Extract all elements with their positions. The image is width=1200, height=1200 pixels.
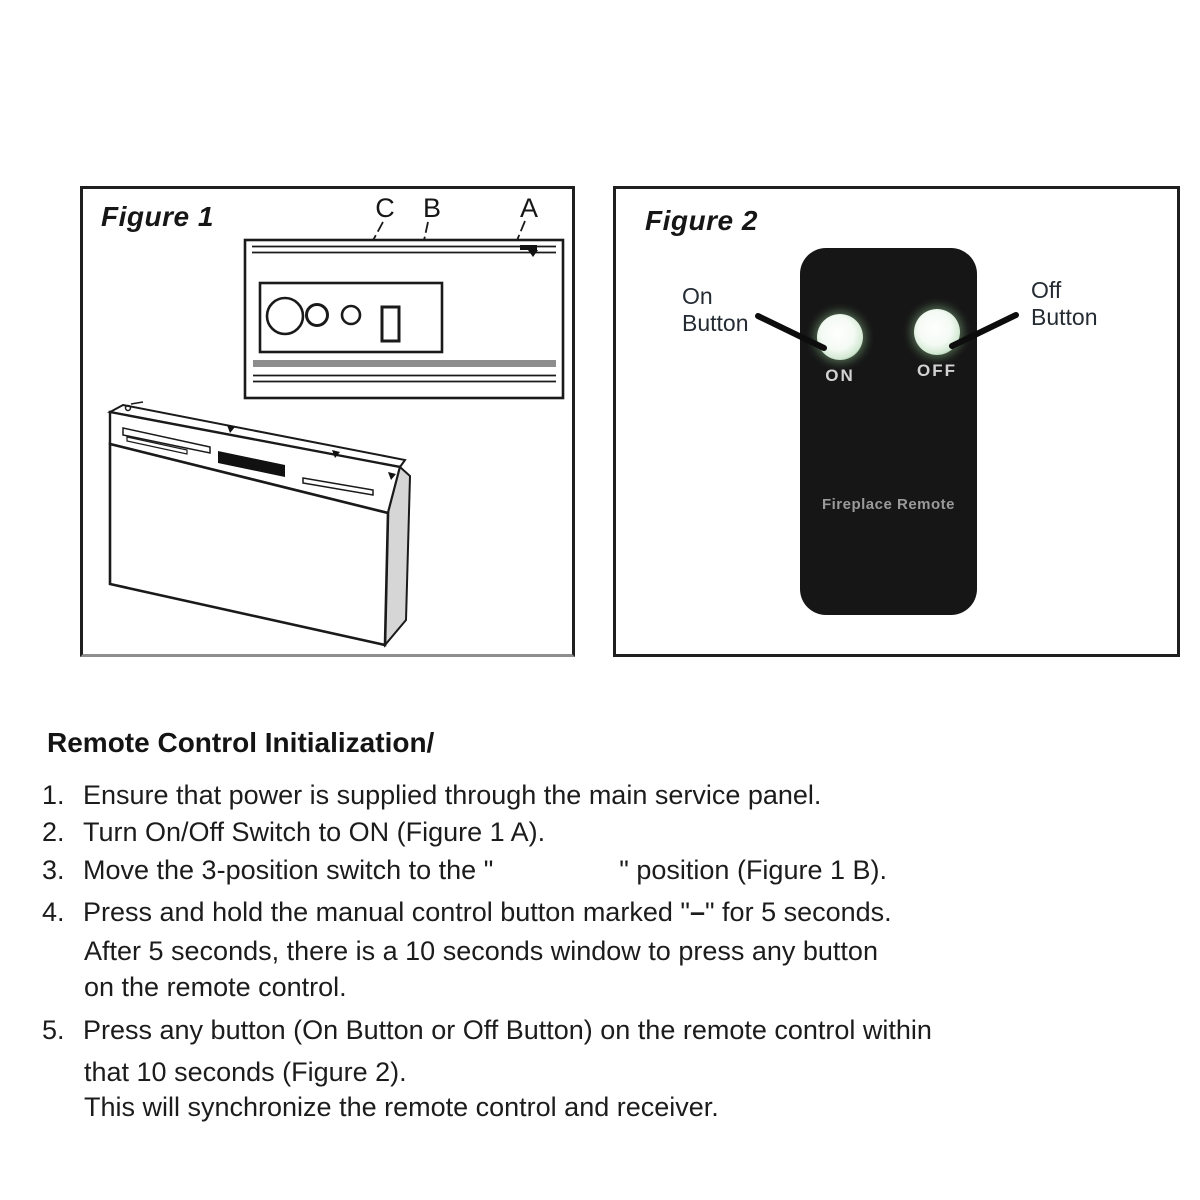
remote-off-label: OFF: [917, 361, 957, 380]
mounting-detail: [124, 404, 132, 412]
dial-knob: [265, 296, 305, 336]
step-1-text: Ensure that power is supplied through th…: [83, 780, 822, 810]
step-5-number: 5.: [42, 1015, 65, 1045]
step-5: 5. Press any button (On Button or Off But…: [42, 1015, 932, 1046]
step-5-continuation-2: This will synchronize the remote control…: [84, 1092, 719, 1122]
step-1-number: 1.: [42, 780, 65, 810]
step-5-text: Press any button (On Button or Off Butto…: [83, 1015, 932, 1045]
figure2-panel: Figure 2 On Button Off Button ON OFF Fir…: [613, 186, 1180, 657]
step-4-number: 4.: [42, 897, 65, 927]
figure1-diagram: C B A: [107, 193, 565, 648]
callout-label-a: A: [520, 193, 538, 223]
manual-control-button: [305, 303, 329, 327]
off-callout-line1: Off: [1031, 277, 1062, 303]
step-3-number: 3.: [42, 855, 65, 885]
on-button-callout: On Button: [682, 283, 749, 337]
step-2: 2. Turn On/Off Switch to ON (Figure 1 A).: [42, 817, 545, 848]
remote-on-button[interactable]: [817, 314, 863, 360]
small-button: [340, 304, 362, 326]
step-3-text-prefix: Move the 3-position switch to the ": [83, 855, 494, 885]
figure2-title: Figure 2: [645, 205, 758, 236]
step-4-text-prefix: Press and hold the manual control button…: [83, 897, 690, 927]
step-4-dash-mark: –: [689, 897, 705, 927]
off-callout-line2: Button: [1031, 304, 1098, 330]
section-heading: Remote Control Initialization/: [47, 727, 435, 758]
step-4: 4. Press and hold the manual control butt…: [42, 897, 892, 928]
step-2-text: Turn On/Off Switch to ON (Figure 1 A).: [83, 817, 546, 847]
step-5-continuation-1: that 10 seconds (Figure 2).: [84, 1057, 407, 1087]
off-button-callout: Off Button: [1031, 277, 1098, 331]
step-2-number: 2.: [42, 817, 65, 847]
remote-brand-label: Fireplace Remote: [821, 496, 956, 513]
figure1-title: Figure 1: [101, 201, 214, 232]
remote-on-label: ON: [825, 366, 855, 385]
fireplace-remote: ON OFF Fireplace Remote: [800, 248, 977, 615]
remote-off-button[interactable]: [914, 309, 960, 355]
control-panel-strip: [243, 238, 565, 400]
on-off-switch: [380, 305, 401, 343]
on-callout-line2: Button: [682, 310, 749, 336]
fireplace-unit-drawing: [107, 401, 412, 648]
callout-label-b: B: [423, 193, 441, 223]
step-3-text-suffix: " position (Figure 1 B).: [619, 855, 887, 885]
step-1: 1. Ensure that power is supplied through …: [42, 780, 821, 811]
callout-label-c: C: [375, 193, 395, 223]
step-3: 3. Move the 3-position switch to the " " p…: [42, 855, 887, 886]
step-4-continuation-2: on the remote control.: [84, 972, 347, 1002]
step-4-continuation-1: After 5 seconds, there is a 10 seconds w…: [84, 936, 878, 966]
step-4-text-suffix: " for 5 seconds.: [704, 897, 892, 927]
figure1-panel: Figure 1 C B A: [80, 186, 575, 657]
on-callout-line1: On: [682, 283, 713, 309]
panel-corner-tab: [520, 245, 537, 250]
display-window: [218, 451, 285, 477]
